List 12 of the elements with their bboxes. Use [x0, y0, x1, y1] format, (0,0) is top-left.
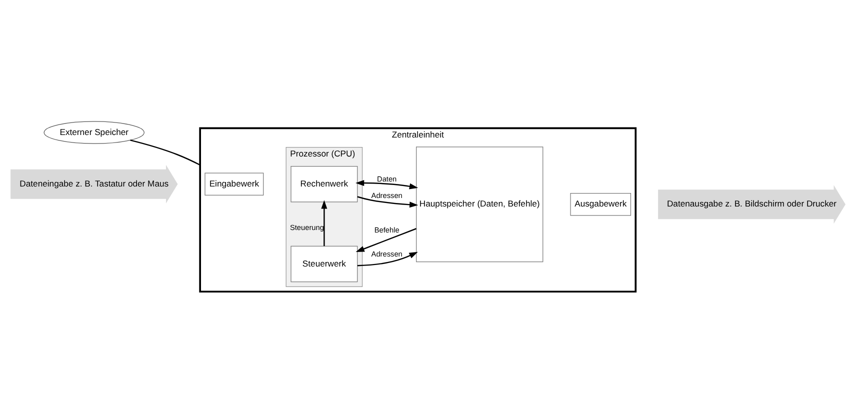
- node-ellipse: Externer Speicher: [44, 120, 144, 144]
- arrow: [356, 228, 417, 252]
- node-box: Eingabewerk: [204, 172, 264, 195]
- node-box: Ausgabewerk: [570, 192, 632, 216]
- node-box: Hauptspeicher (Daten, Befehle): [416, 146, 544, 262]
- arrow: [357, 251, 418, 266]
- connector: [130, 139, 200, 166]
- arrow: [321, 200, 328, 246]
- node-box: Steuerwerk: [290, 245, 358, 282]
- arrow: [356, 179, 418, 189]
- arrow: [357, 196, 418, 208]
- node-box: Rechenwerk: [290, 166, 358, 202]
